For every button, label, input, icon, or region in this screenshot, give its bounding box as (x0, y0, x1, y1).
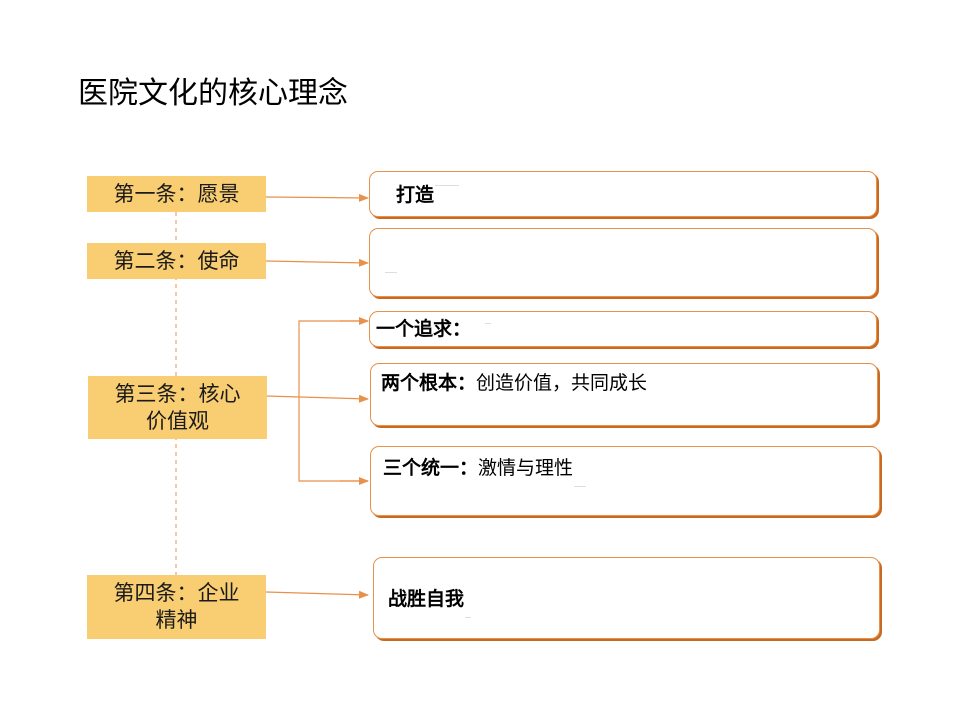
core-values-arrow (265, 394, 369, 403)
content-vision-ellipsis: ………… (435, 181, 460, 188)
label-spirit: 第四条：企业 精神 (87, 575, 266, 639)
label-vision-text: 第一条：愿景 (113, 181, 240, 206)
content-roots-bold: 两个根本： (381, 372, 477, 394)
label-vision: 第一条：愿景 (87, 176, 266, 212)
content-pursuit: 一个追求： … (369, 311, 877, 347)
content-spirit-bold: 战胜自我 (388, 588, 465, 610)
content-mission: …… (369, 228, 877, 297)
content-spirit: 战胜自我 … (373, 557, 880, 639)
label-mission-text: 第二条：使命 (113, 248, 240, 273)
content-unity-bold: 三个统一： (383, 457, 479, 479)
content-mission-ellipsis: …… (385, 268, 397, 275)
label-mission: 第二条：使命 (87, 243, 266, 279)
content-vision-bold: 打造 (396, 184, 435, 206)
vision-arrow (265, 193, 369, 202)
content-pursuit-bold: 一个追求： (376, 318, 472, 340)
content-roots-text: 创造价值，共同成长 (476, 372, 648, 394)
content-vision: 打造 ………… (369, 171, 877, 217)
spirit-arrow (265, 590, 369, 599)
content-unity-ellipsis: …… (574, 482, 587, 489)
label-spirit-text: 第四条：企业 精神 (113, 581, 240, 632)
content-unity-text: 激情与理性 (478, 457, 574, 479)
page-title: 医院文化的核心理念 (78, 76, 348, 111)
content-unity: 三个统一： 激情与理性 …… (370, 446, 880, 516)
content-pursuit-ellipsis: … (485, 319, 492, 326)
mission-arrow (265, 258, 369, 267)
label-core-values: 第三条：核心 价值观 (88, 376, 267, 439)
branch-bracket (298, 320, 368, 482)
content-spirit-ellipsis: … (465, 613, 472, 620)
label-core-values-text: 第三条：核心 价值观 (114, 381, 241, 433)
content-roots: 两个根本： 创造价值，共同成长 (370, 363, 878, 426)
